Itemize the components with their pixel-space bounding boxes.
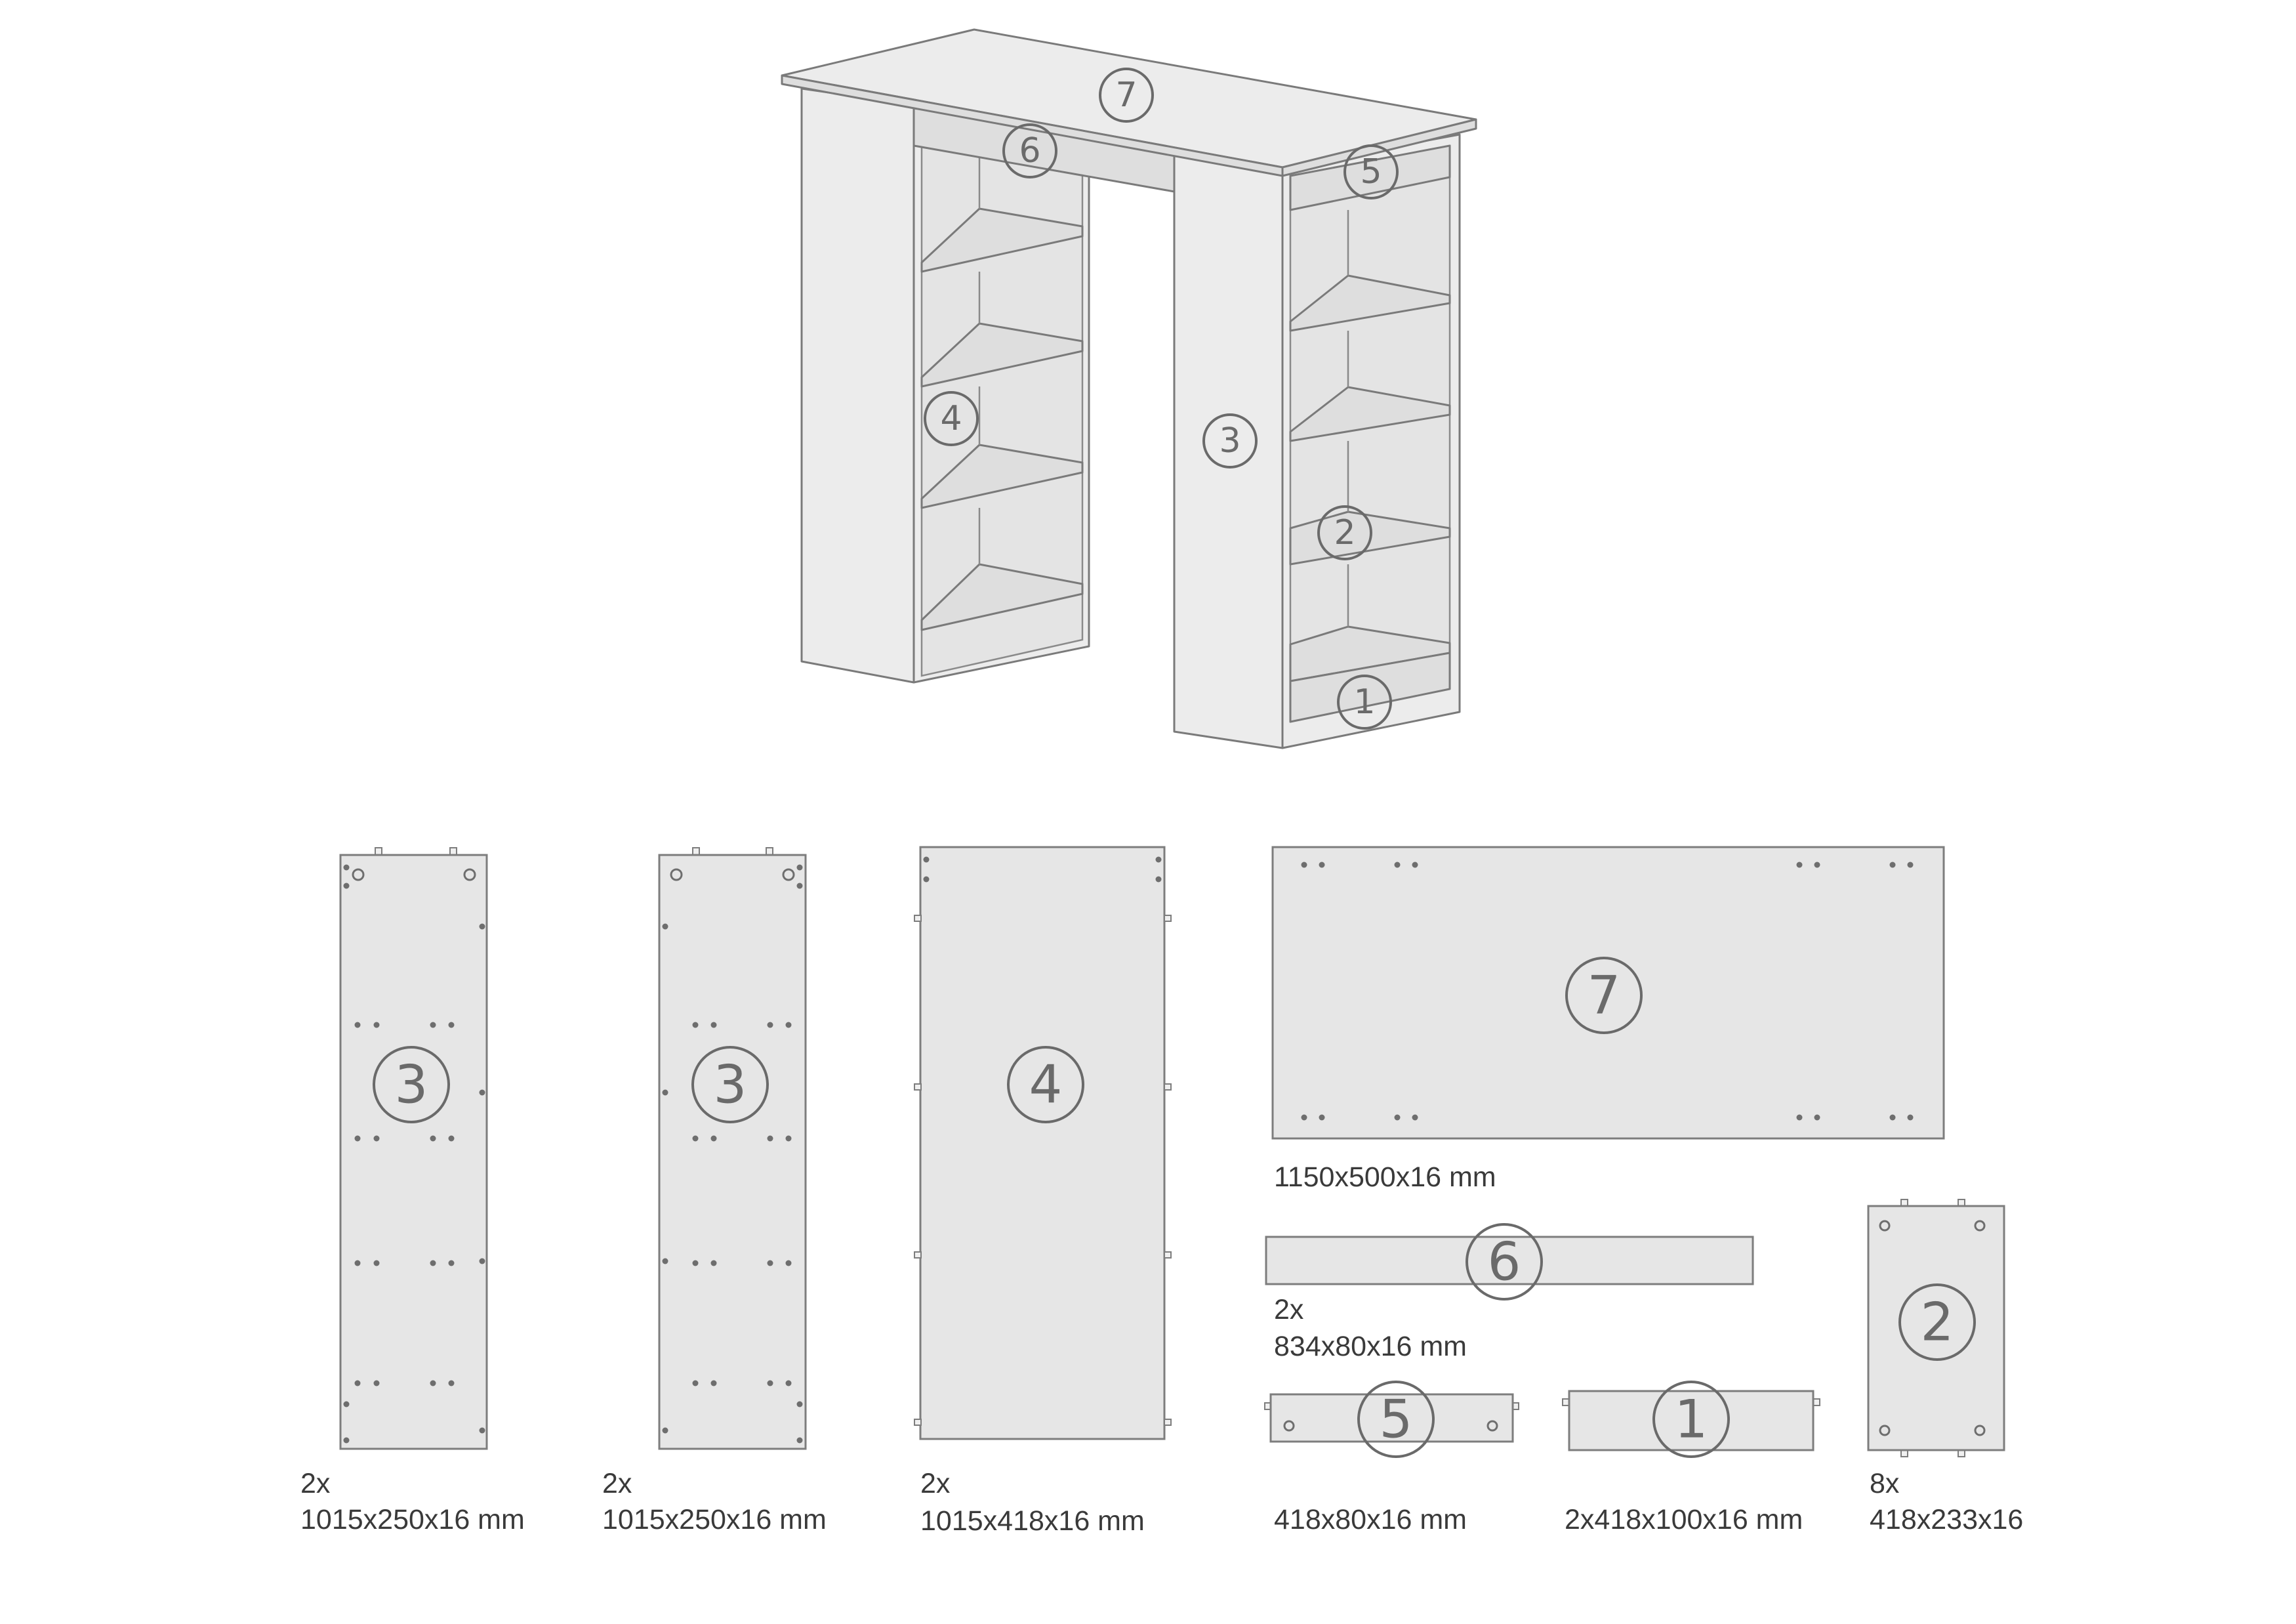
part-3-side-panel-a: 3 2x 1015x250x16 mm — [300, 847, 525, 1535]
part-4-partition-panel: 4 2x 1015x418x16 mm — [914, 846, 1172, 1537]
assembled-badge-4: 4 — [924, 391, 979, 446]
svg-text:3: 3 — [1219, 421, 1240, 461]
part-6-size: 834x80x16 mm — [1274, 1331, 1467, 1362]
svg-text:2: 2 — [1334, 513, 1355, 552]
part-3a-size: 1015x250x16 mm — [300, 1504, 525, 1535]
part-4-size: 1015x418x16 mm — [920, 1505, 1145, 1537]
svg-text:7: 7 — [1588, 965, 1621, 1026]
part-2-size: 418x233x16 — [1870, 1504, 2023, 1535]
svg-text:2: 2 — [1921, 1292, 1954, 1353]
svg-text:6: 6 — [1488, 1232, 1521, 1293]
assembled-badge-5: 5 — [1343, 144, 1399, 199]
part-3a-qty: 2x — [300, 1468, 331, 1499]
part-3b-qty: 2x — [602, 1468, 632, 1499]
part-4-qty: 2x — [920, 1468, 951, 1499]
part-3-side-panel-b: 3 2x 1015x250x16 mm — [602, 847, 827, 1535]
part-5-top-rail: 5 418x80x16 mm — [1264, 1381, 1519, 1535]
part-2-shelf: 2 8x 418x233x16 — [1867, 1199, 2023, 1535]
part-1-plinth: 1 2x418x100x16 mm — [1562, 1381, 1820, 1535]
part-6-qty: 2x — [1274, 1294, 1304, 1325]
assembled-badge-3: 3 — [1202, 413, 1258, 468]
assembled-badge-6: 6 — [1002, 123, 1057, 178]
svg-text:5: 5 — [1360, 152, 1382, 192]
part-1-size: 2x418x100x16 mm — [1565, 1504, 1803, 1535]
svg-text:6: 6 — [1019, 131, 1040, 171]
part-5-size: 418x80x16 mm — [1274, 1504, 1467, 1535]
assembled-desk: 7 6 5 4 3 2 1 — [781, 28, 1477, 749]
svg-text:5: 5 — [1380, 1389, 1413, 1450]
assembled-badge-1: 1 — [1337, 675, 1392, 730]
part-2-qty: 8x — [1870, 1468, 1900, 1499]
svg-text:4: 4 — [940, 399, 962, 438]
svg-text:7: 7 — [1115, 75, 1137, 115]
svg-text:1: 1 — [1675, 1389, 1708, 1450]
part-6-back-rail: 6 2x 834x80x16 mm — [1265, 1223, 1754, 1362]
svg-text:3: 3 — [714, 1054, 747, 1115]
part-7-size: 1150x500x16 mm — [1274, 1161, 1496, 1193]
svg-text:4: 4 — [1029, 1054, 1063, 1115]
part-3b-size: 1015x250x16 mm — [602, 1504, 827, 1535]
svg-text:1: 1 — [1353, 682, 1375, 722]
part-7-desktop-panel: 7 1150x500x16 mm — [1271, 846, 1945, 1193]
assembled-badge-7: 7 — [1099, 68, 1154, 123]
svg-text:3: 3 — [395, 1054, 428, 1115]
assembled-badge-2: 2 — [1317, 505, 1372, 560]
